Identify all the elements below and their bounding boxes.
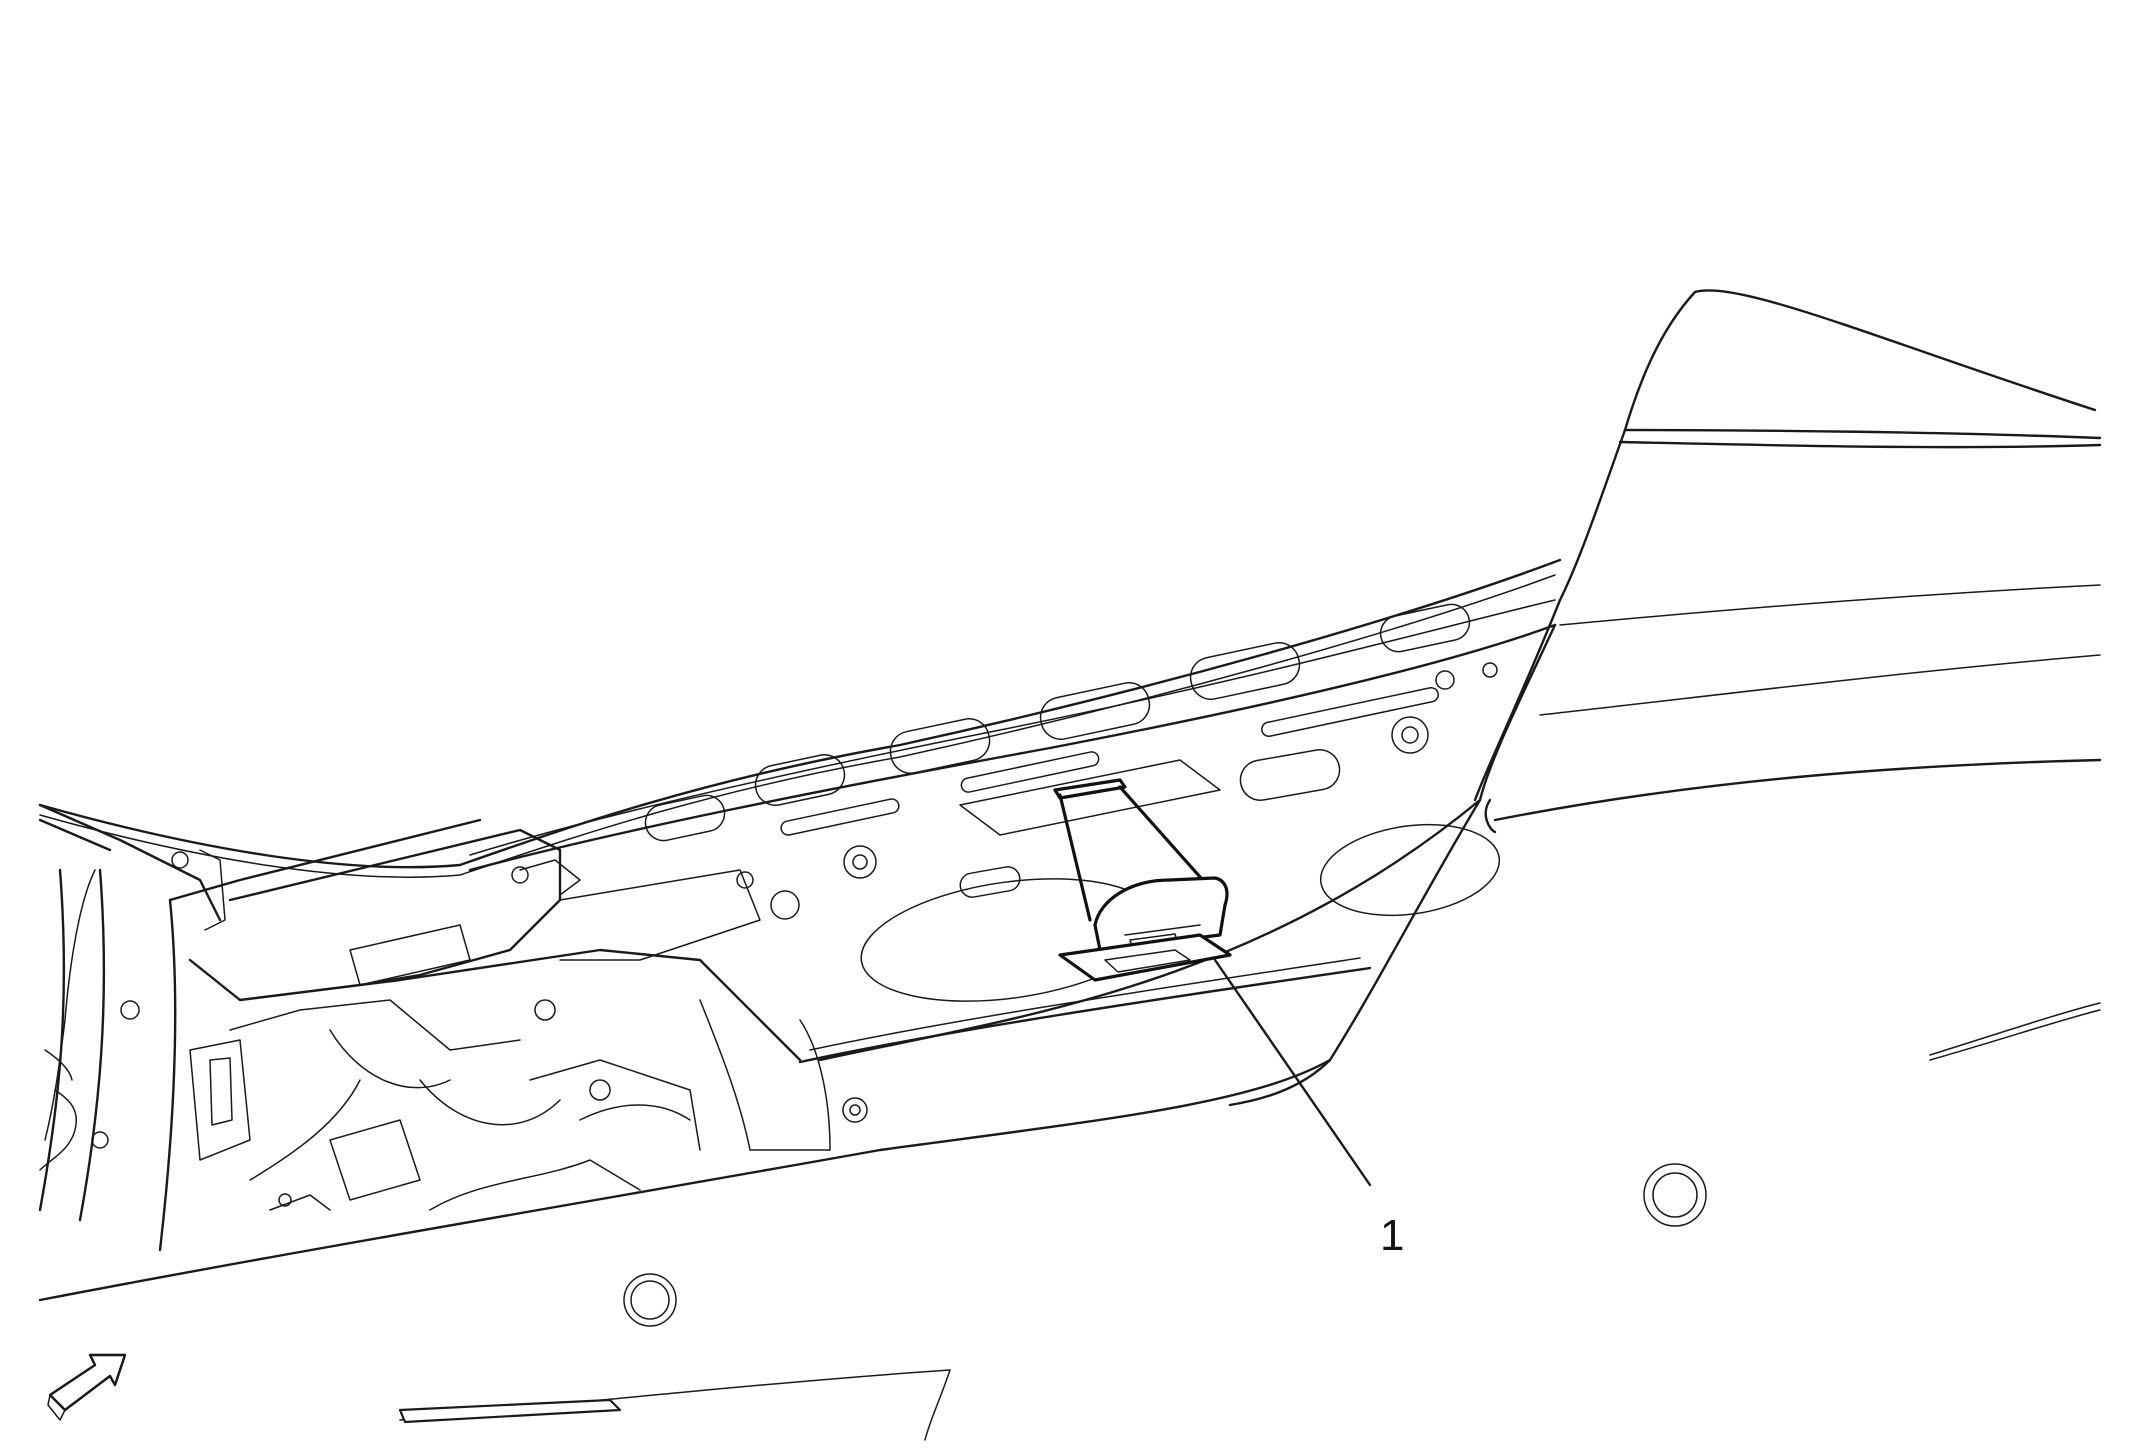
package-shelf-panel [468,603,1557,1064]
left-interior-structure [38,803,868,1252]
component-bracket [1053,778,1232,982]
rear-window-upper-edge [38,558,1562,878]
rear-quarter-body-panel [1228,289,2102,1107]
callout-label-1: 1 [1380,1211,1404,1260]
callout-leader-line [1213,958,1372,1187]
lower-body-sill [38,1058,1707,1441]
view-direction-arrow-icon [47,1353,127,1421]
